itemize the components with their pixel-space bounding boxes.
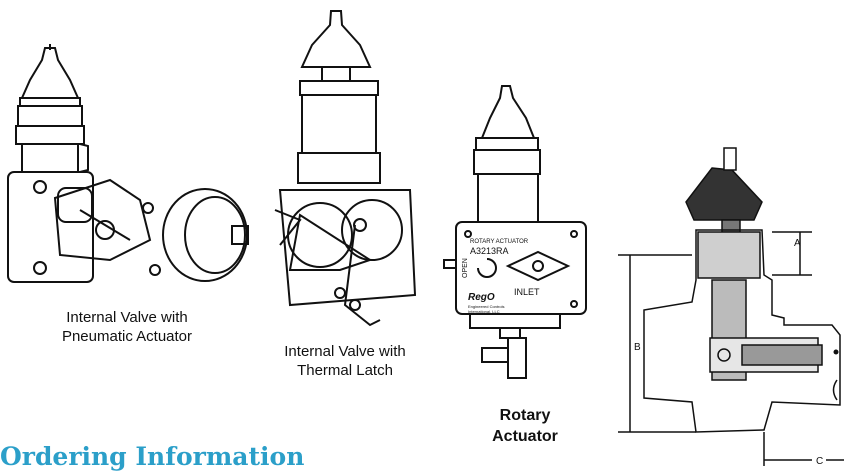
actuator-plate-maker-line1: Engineered Controls: [468, 304, 504, 309]
dimension-label-a: A: [794, 238, 801, 249]
caption-rotary-line1: Rotary: [499, 407, 551, 424]
actuator-plate-brand: RegO: [468, 292, 495, 303]
actuator-plate-open: OPEN: [462, 258, 469, 278]
rotary-actuator-drawing: ROTARY ACTUATOR A3213RA OPEN INLET RegO …: [443, 85, 587, 379]
actuator-plate-model: A3213RA: [470, 246, 509, 256]
actuator-plate-label: ROTARY ACTUATOR: [470, 239, 529, 245]
thermal-latch-valve-drawing: [274, 10, 417, 327]
caption-thermal-latch: Internal Valve with Thermal Latch: [245, 342, 445, 380]
dimension-label-c: C: [816, 456, 823, 467]
caption-thermal-line2: Thermal Latch: [297, 362, 393, 379]
valve-cross-section-drawing: A B C: [618, 147, 844, 467]
caption-pneumatic-line2: Pneumatic Actuator: [61, 328, 193, 345]
caption-pneumatic-line1: Internal Valve with: [66, 309, 188, 326]
caption-rotary-actuator: Rotary Actuator: [470, 405, 580, 447]
section-heading-ordering-information: Ordering Information: [0, 442, 305, 471]
caption-pneumatic-actuator: Internal Valve with Pneumatic Actuator: [22, 308, 232, 346]
caption-rotary-line2: Actuator: [492, 428, 558, 445]
actuator-plate-inlet: INLET: [514, 287, 540, 297]
dimension-label-b: B: [634, 342, 641, 353]
actuator-plate-maker-line2: International, LLC: [468, 309, 500, 314]
pneumatic-actuator-valve-drawing: [7, 44, 249, 283]
caption-thermal-line1: Internal Valve with: [284, 343, 406, 360]
